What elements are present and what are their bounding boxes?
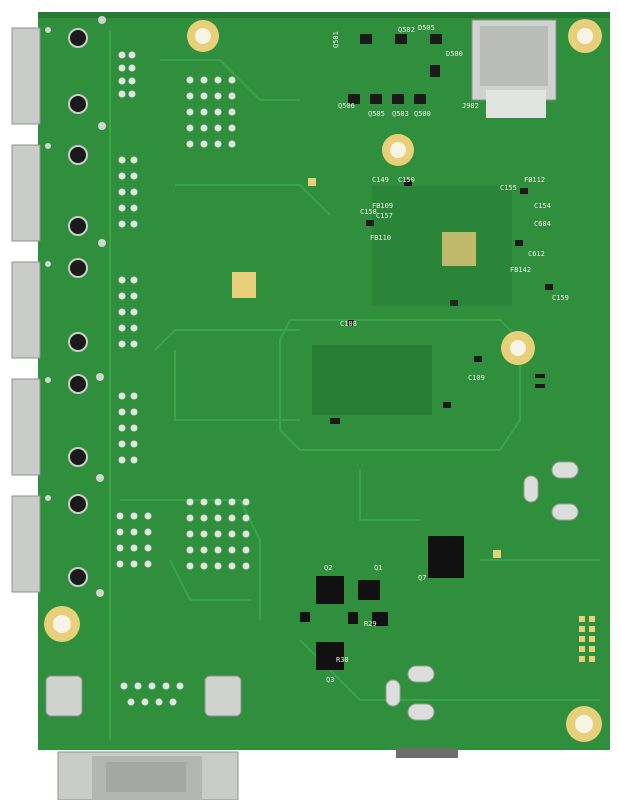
label-d505: D505: [418, 24, 435, 32]
serial-pad-left: [45, 675, 83, 717]
label-q7: Q7: [418, 574, 426, 582]
fine-pitch-area: [312, 186, 512, 415]
label-c158: C158: [360, 208, 377, 216]
pad-group-4: [118, 276, 138, 348]
ethernet-port-1: [11, 27, 41, 125]
label-c159: C159: [552, 294, 569, 302]
cpu-thermal-pad: [442, 232, 476, 266]
label-c612: C612: [528, 250, 545, 258]
copper-traces: [109, 30, 600, 740]
pcb-top-edge: [38, 12, 610, 18]
ethernet-ports: [11, 27, 41, 593]
small-gold-pad-2: [493, 550, 501, 558]
microsd-slot: [471, 19, 557, 118]
pad-group-7: [186, 498, 250, 570]
label-fb112: FB112: [524, 176, 545, 184]
slotted-holes: [385, 461, 579, 721]
magnetics-pad-rows: [116, 51, 250, 570]
label-d500: D500: [446, 50, 463, 58]
label-j902: J902: [462, 102, 479, 110]
label-q506: Q506: [338, 102, 355, 110]
ic-q1: [358, 580, 380, 600]
label-c604: C604: [534, 220, 551, 228]
silkscreen-labels: Q501 Q502 D505 D500 Q506 Q505 Q503 Q500 …: [324, 24, 569, 684]
label-c154: C154: [534, 202, 551, 210]
cpu-area: [232, 178, 501, 558]
label-r30: R30: [336, 656, 349, 664]
mounting-holes: [44, 19, 602, 742]
pad-group-3: [118, 156, 138, 228]
pad-group-2: [186, 76, 236, 148]
label-c108: C108: [340, 320, 357, 328]
switch-thermal-pad: [232, 272, 256, 298]
label-c150: C150: [398, 176, 415, 184]
small-holes: [45, 16, 106, 597]
label-c109: C109: [468, 374, 485, 382]
serial-pad-right: [204, 675, 242, 717]
pad-group-6: [116, 512, 152, 568]
label-q1: Q1: [374, 564, 382, 572]
label-q502: Q502: [398, 26, 415, 34]
header-pins-right: [579, 616, 595, 662]
pad-group-1: [118, 51, 136, 98]
label-q503: Q503: [392, 110, 409, 118]
ethernet-port-5: [11, 495, 41, 593]
label-fb109: FB109: [372, 202, 393, 210]
usb-connector-edge: [396, 748, 458, 758]
label-q505: Q505: [368, 110, 385, 118]
small-gold-pad: [308, 178, 316, 186]
smd-components: [330, 34, 553, 424]
ic-q2: [316, 576, 344, 604]
label-fb142: FB142: [510, 266, 531, 274]
label-q500: Q500: [414, 110, 431, 118]
ethernet-port-3: [11, 261, 41, 359]
label-c149: C149: [372, 176, 389, 184]
label-fb110: FB110: [370, 234, 391, 242]
label-q2: Q2: [324, 564, 332, 572]
pad-group-5: [118, 392, 138, 464]
ic-q7: [428, 536, 464, 578]
ethernet-port-2: [11, 144, 41, 242]
ethernet-port-4: [11, 378, 41, 476]
label-c155: C155: [500, 184, 517, 192]
pcb-board: [38, 12, 610, 750]
port-pins: [68, 28, 88, 587]
serial-connector: [45, 675, 242, 800]
label-q501: Q501: [332, 31, 340, 48]
label-c157: C157: [376, 212, 393, 220]
label-r29: R29: [364, 620, 377, 628]
ic-chips: [300, 536, 464, 670]
ic-q3: [316, 642, 344, 670]
label-q3: Q3: [326, 676, 334, 684]
